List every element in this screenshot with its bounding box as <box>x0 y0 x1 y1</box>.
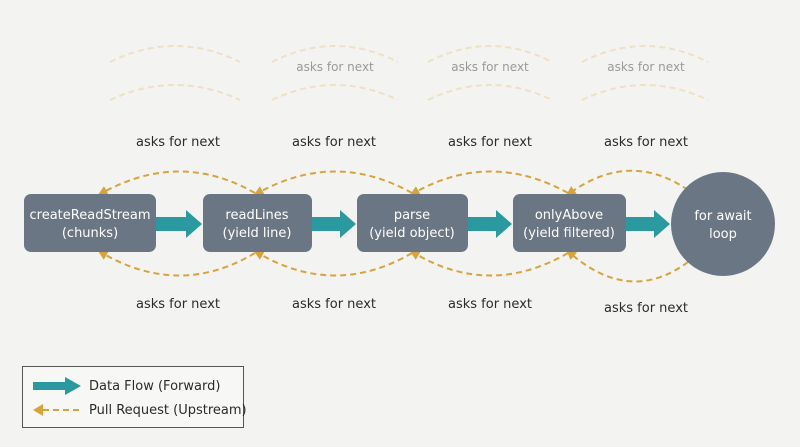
pull-arc-bottom-4 <box>566 249 689 283</box>
pull-arc-bottom-1 <box>97 250 256 277</box>
legend: Data Flow (Forward) Pull Request (Upstre… <box>22 366 247 428</box>
pull-arcs-bottom <box>97 249 689 283</box>
pull-label-top: asks for next <box>448 135 532 150</box>
ghost-label: asks for next <box>607 60 685 74</box>
legend-flow: Data Flow (Forward) <box>31 376 220 396</box>
pull-arc-bottom-2 <box>253 250 413 277</box>
pull-labels-bottom: asks for next asks for next asks for nex… <box>136 297 688 316</box>
flow-arrow-3 <box>468 210 512 238</box>
pull-arc-bottom-3 <box>409 250 569 277</box>
pull-arc-top-4 <box>565 169 689 196</box>
ghost-labels: asks for next asks for next asks for nex… <box>296 60 685 74</box>
node-subtitle: loop <box>709 227 737 242</box>
pull-label-bottom: asks for next <box>604 301 688 316</box>
node-only-above: onlyAbove (yield filtered) <box>513 194 626 252</box>
pull-arc-top-3 <box>409 170 569 196</box>
pull-arc-top-1 <box>97 170 256 196</box>
node-create-read-stream: createReadStream (chunks) <box>24 194 156 252</box>
pull-label-top: asks for next <box>292 135 376 150</box>
flow-arrows <box>156 210 670 238</box>
node-parse: parse (yield object) <box>357 194 468 252</box>
pull-label-top: asks for next <box>136 135 220 150</box>
pull-labels-top: asks for next asks for next asks for nex… <box>136 135 688 150</box>
pull-arrow-icon <box>33 404 81 416</box>
node-title: parse <box>394 208 430 223</box>
pull-label-bottom: asks for next <box>292 297 376 312</box>
node-subtitle: (yield line) <box>223 226 292 241</box>
node-subtitle: (yield object) <box>369 226 455 241</box>
flow-arrow-4 <box>626 210 670 238</box>
node-title: readLines <box>225 208 288 223</box>
node-title: for await <box>694 209 751 224</box>
ghost-label: asks for next <box>296 60 374 74</box>
pull-arcs-top <box>97 169 689 196</box>
flow-arrow-icon <box>33 377 81 395</box>
pull-label-top: asks for next <box>604 135 688 150</box>
legend-pull: Pull Request (Upstream) <box>31 400 247 420</box>
flow-arrow-2 <box>312 210 356 238</box>
pull-label-bottom: asks for next <box>136 297 220 312</box>
pull-label-bottom: asks for next <box>448 297 532 312</box>
legend-pull-label: Pull Request (Upstream) <box>89 402 247 418</box>
node-for-await-loop: for await loop <box>671 172 775 276</box>
node-subtitle: (chunks) <box>62 226 118 241</box>
node-read-lines: readLines (yield line) <box>203 194 312 252</box>
legend-flow-label: Data Flow (Forward) <box>89 378 221 394</box>
node-title: onlyAbove <box>535 208 603 223</box>
node-subtitle: (yield filtered) <box>523 226 615 241</box>
node-title: createReadStream <box>30 208 151 223</box>
flow-arrow-1 <box>156 210 202 238</box>
ghost-label: asks for next <box>451 60 529 74</box>
pull-arc-top-2 <box>253 170 413 196</box>
ghost-arcs <box>109 45 709 101</box>
